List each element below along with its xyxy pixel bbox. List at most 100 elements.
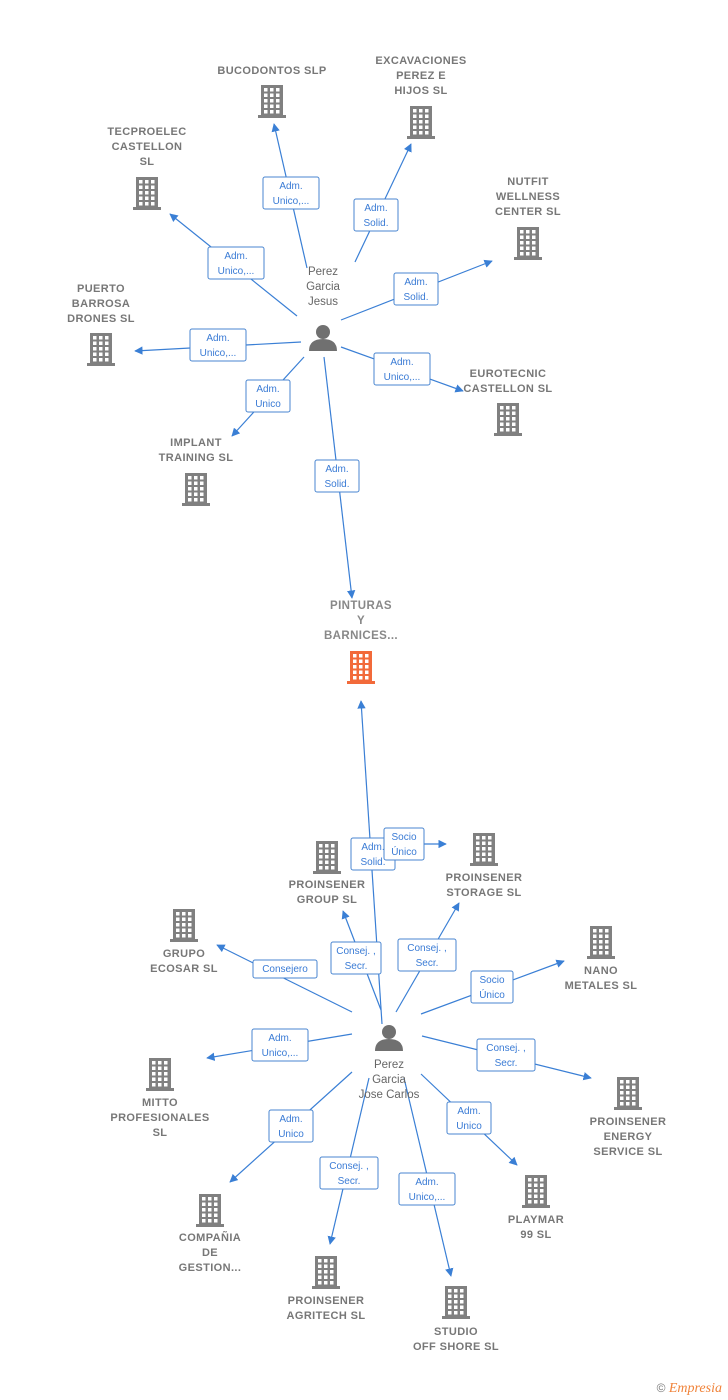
company-eurotecnic-label-line: CASTELLON SL (463, 383, 552, 395)
building-icon[interactable] (407, 106, 435, 139)
edge-label-text: Unico,... (218, 266, 255, 277)
company-compania-label-line: DE (202, 1247, 218, 1259)
edge-label-text: Unico,... (200, 348, 237, 359)
company-puerto-label-line: BARROSA (72, 298, 130, 310)
person-p2-label-line: Jose Carlos (359, 1089, 420, 1101)
company-nutfit-label-line: WELLNESS (496, 191, 560, 203)
company-studio-label-line: STUDIO (434, 1326, 478, 1338)
building-icon[interactable] (196, 1194, 224, 1227)
edge-label-text: Único (391, 845, 417, 858)
edge-label[interactable]: Adm. Solid. (353, 198, 399, 232)
person-icon[interactable] (309, 325, 337, 351)
company-puerto-label-line: DRONES SL (67, 313, 135, 325)
edge-label-text: Secr. (495, 1058, 518, 1069)
building-icon[interactable] (514, 227, 542, 260)
edge-label-text: Único (479, 988, 505, 1001)
company-main-label-line: Y (357, 615, 365, 627)
edge-label-text: Adm. (224, 251, 247, 262)
edge-label[interactable]: Adm.Unico,... (398, 1172, 456, 1206)
edge-label[interactable]: Adm.Unico,... (251, 1028, 309, 1062)
edge-label-text: Consejero (262, 964, 308, 975)
company-tecproelec-label-line: SL (140, 156, 155, 168)
edge-label-text: Solid. (403, 292, 428, 303)
company-studio-label-line: OFF SHORE SL (413, 1341, 499, 1353)
building-icon[interactable] (313, 841, 341, 874)
company-pstorage-label-line: STORAGE SL (446, 887, 521, 899)
edge-label-text: Adm. (364, 203, 387, 214)
footer: © Empresia (657, 1381, 722, 1397)
edge-label-text: Adm. (256, 384, 279, 395)
edge-label-text: Solid. (324, 479, 349, 490)
edge-label-text: Adm. (279, 1114, 302, 1125)
company-pstorage-label-line: PROINSENER (446, 872, 523, 884)
edge-label-text: Consej. , (329, 1161, 368, 1172)
company-nutfit-label-line: CENTER SL (495, 206, 561, 218)
edge-label[interactable]: Adm. Unico (245, 379, 291, 413)
person-p1-label-line: Garcia (306, 281, 340, 293)
edge-label[interactable]: Adm.Unico,... (373, 352, 431, 386)
building-icon[interactable] (522, 1175, 550, 1208)
company-nano-label-line: NANO (584, 965, 618, 977)
company-ecosar-label-line: GRUPO (163, 948, 205, 960)
building-icon[interactable] (470, 833, 498, 866)
edge-label[interactable]: Adm.Unico,... (262, 176, 320, 210)
edge-label[interactable]: Consej. ,Secr. (397, 938, 457, 972)
company-puerto-label-line: PUERTO (77, 283, 125, 295)
copyright-symbol: © (656, 1381, 666, 1395)
building-icon[interactable] (347, 651, 375, 684)
building-icon[interactable] (312, 1256, 340, 1289)
building-icon[interactable] (182, 473, 210, 506)
company-ecosar-label-line: ECOSAR SL (150, 963, 218, 975)
company-nano-label-line: METALES SL (565, 980, 638, 992)
company-pagritech-label-line: AGRITECH SL (287, 1310, 366, 1322)
company-penergy-label-line: SERVICE SL (593, 1146, 662, 1158)
company-pgroup-label-line: PROINSENER (289, 879, 366, 891)
company-penergy-label-line: ENERGY (604, 1131, 653, 1143)
company-playmar-label-line: 99 SL (520, 1229, 551, 1241)
company-eurotecnic-label-line: EUROTECNIC (470, 368, 547, 380)
edge-label[interactable]: Consej. ,Secr. (476, 1038, 536, 1072)
building-icon[interactable] (494, 403, 522, 436)
edge-label-text: Unico (255, 399, 281, 410)
edge-label[interactable]: Consejero (252, 959, 318, 979)
edge-label[interactable]: Consej. ,Secr. (330, 941, 382, 975)
building-icon[interactable] (442, 1286, 470, 1319)
edge-label-text: Adm. (325, 464, 348, 475)
edge-label-text: Adm. (268, 1033, 291, 1044)
edge-label[interactable]: Adm. Solid. (314, 459, 360, 493)
company-tecproelec-label-line: CASTELLON (112, 141, 183, 153)
edge-label[interactable]: Adm.Unico (446, 1101, 492, 1135)
person-icon[interactable] (375, 1025, 403, 1051)
edge-label-text: Solid. (363, 218, 388, 229)
edge-label[interactable]: Consej. , Secr. (319, 1156, 379, 1190)
edge-label[interactable]: Adm.Solid. (393, 272, 439, 306)
building-icon[interactable] (146, 1058, 174, 1091)
edge-label-text: Unico,... (384, 372, 421, 383)
edge-label-text: Secr. (338, 1176, 361, 1187)
building-icon[interactable] (170, 909, 198, 942)
building-icon[interactable] (133, 177, 161, 210)
edge-label[interactable]: Adm. Unico,... (189, 328, 247, 362)
building-icon[interactable] (258, 85, 286, 118)
edge-label[interactable]: Adm. Unico (268, 1109, 314, 1143)
company-mitto-label-line: PROFESIONALES (110, 1112, 209, 1124)
edge-label-text: Unico (278, 1129, 304, 1140)
person-p2-label-line: Garcia (372, 1074, 406, 1086)
company-main-label-line: BARNICES... (324, 630, 398, 642)
building-icon[interactable] (87, 333, 115, 366)
company-penergy-label-line: PROINSENER (590, 1116, 667, 1128)
building-icon[interactable] (614, 1077, 642, 1110)
company-mitto-label-line: MITTO (142, 1097, 178, 1109)
edge-label-text: Adm. (206, 333, 229, 344)
company-pagritech-label-line: PROINSENER (288, 1295, 365, 1307)
edge-label-text: Socio (391, 832, 416, 843)
edge-label-text: Adm. (415, 1177, 438, 1188)
edge-label[interactable]: Adm. Unico,... (207, 246, 265, 280)
company-mitto-label-line: SL (153, 1127, 168, 1139)
edge-label-text: Secr. (416, 958, 439, 969)
building-icon[interactable] (587, 926, 615, 959)
brand-logo[interactable]: Empresia (668, 1381, 722, 1396)
